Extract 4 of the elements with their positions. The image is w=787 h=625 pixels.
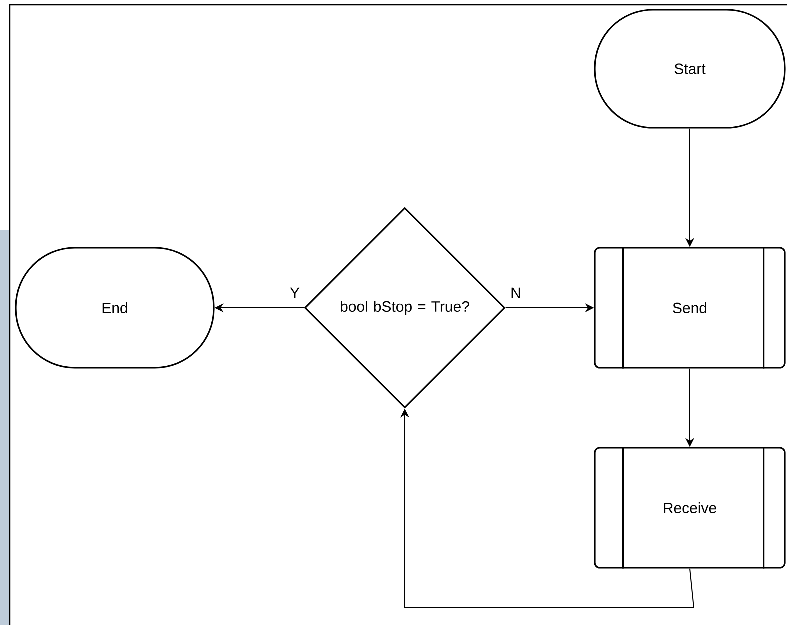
process-box: Receive — [594, 447, 786, 569]
process-box: Send — [594, 247, 786, 369]
edge-label: Y — [289, 286, 301, 300]
edge-label: N — [510, 286, 522, 300]
